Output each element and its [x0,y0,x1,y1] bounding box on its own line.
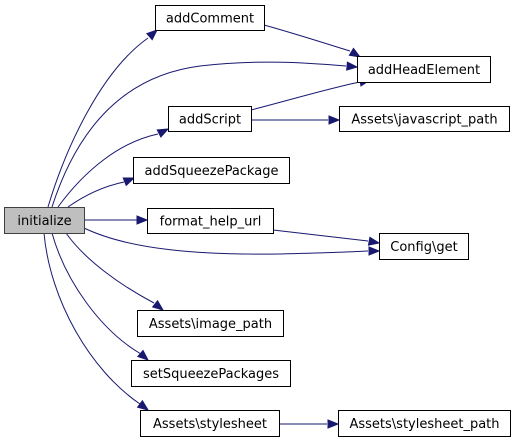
edge-line [272,229,369,242]
edge-initialize-to-config_get [83,227,381,256]
node-box[interactable] [155,5,265,31]
node-box[interactable] [338,410,511,437]
arrowhead-icon [151,299,165,311]
node-label: addScript [179,113,241,128]
node-label: addSqueezePackage [145,164,279,179]
node-box[interactable] [131,360,291,387]
arrowhead-icon [156,128,170,138]
edge-line [51,61,347,208]
node-setSqueezePackages[interactable]: setSqueezePackages [131,360,291,387]
edge-initialize-to-format_help_url [84,215,149,225]
node-label: addComment [166,12,254,27]
edge-initialize-to-setSqueezePackages [51,232,150,361]
edge-addScript-to-addHeadElement [250,77,372,111]
node-js_path[interactable]: Assets\javascript_path [339,106,510,132]
node-addSqueezePackage[interactable]: addSqueezePackage [133,157,290,184]
node-label: Assets\javascript_path [351,113,497,128]
edge-format_help_url-to-config_get [272,229,381,246]
node-label: setSqueezePackages [143,367,279,382]
node-box[interactable] [168,106,252,132]
edge-line [250,81,361,111]
arrowhead-icon [122,177,136,187]
arrowhead-icon [348,47,362,58]
node-label: Assets\image_path [149,317,272,332]
edge-initialize-to-addScript [57,128,170,208]
edge-line [83,227,369,255]
node-config_get[interactable]: Config\get [379,233,469,260]
edges-layer [43,24,381,429]
node-box[interactable] [379,233,469,260]
arrowhead-icon [367,236,381,246]
node-box[interactable] [140,410,280,437]
arrowhead-icon [136,349,150,361]
node-box[interactable] [4,207,85,234]
arrowhead-icon [146,29,159,41]
node-label: Assets\stylesheet [153,417,267,432]
node-addScript[interactable]: addScript [168,106,252,132]
node-label: Assets\stylesheet_path [349,417,499,432]
edge-line [47,37,149,208]
arrowhead-icon [328,115,341,125]
arrowhead-icon [136,215,149,225]
arrowhead-icon [327,419,340,429]
edge-initialize-to-addHeadElement [51,61,359,208]
edge-line [65,232,155,304]
node-label: Config\get [390,240,457,255]
node-image_path[interactable]: Assets\image_path [137,310,284,337]
edge-initialize-to-addComment [47,29,159,208]
node-format_help_url[interactable]: format_help_url [147,208,274,234]
node-label: format_help_url [160,215,262,230]
node-stylesheet_path[interactable]: Assets\stylesheet_path [338,410,511,437]
arrowhead-icon [136,399,150,411]
edge-stylesheet-to-stylesheet_path [279,419,340,429]
arrowhead-icon [346,61,359,71]
node-label: initialize [17,214,71,229]
node-box[interactable] [147,208,274,234]
edge-line [57,133,159,208]
edge-line [43,232,141,405]
nodes-layer: initialize addComment addHeadElement addScr… [4,5,511,437]
node-stylesheet[interactable]: Assets\stylesheet [140,410,280,437]
edge-line [67,181,125,208]
edge-initialize-to-stylesheet [43,232,150,411]
node-box[interactable] [357,56,491,83]
edge-initialize-to-addSqueezePackage [67,177,136,208]
node-box[interactable] [137,310,284,337]
node-box[interactable] [133,157,290,184]
node-addComment[interactable]: addComment [155,5,265,31]
edge-line [51,232,142,355]
node-addHeadElement[interactable]: addHeadElement [357,56,491,83]
edge-addScript-to-js_path [251,115,341,125]
edge-addComment-to-addHeadElement [263,24,362,58]
node-initialize[interactable]: initialize [4,207,85,234]
arrowhead-icon [368,246,381,256]
edge-initialize-to-image_path [65,232,165,311]
node-label: addHeadElement [368,63,480,78]
edge-line [263,24,351,52]
node-box[interactable] [339,106,510,132]
